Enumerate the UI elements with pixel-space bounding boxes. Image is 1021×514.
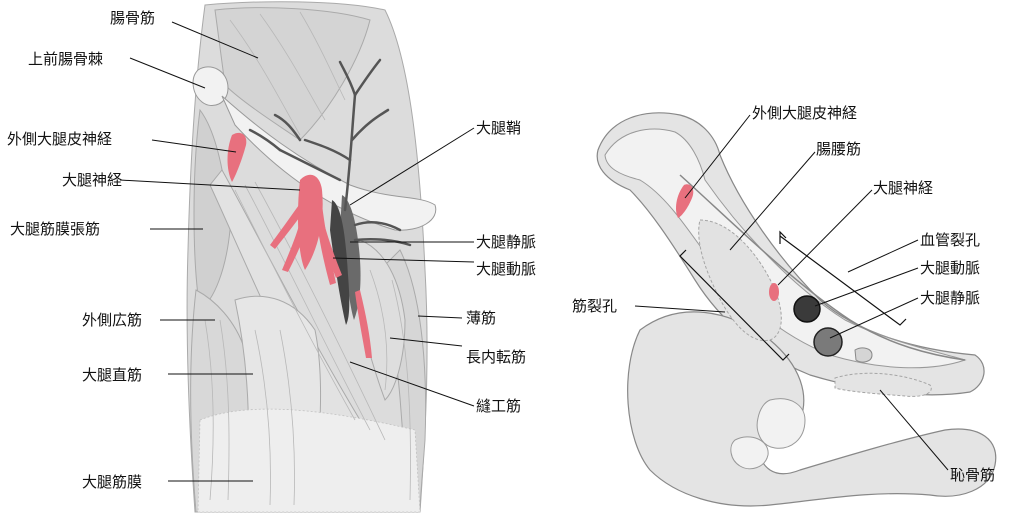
- femoral-artery-cross-section: [794, 296, 820, 322]
- label-iliopsoas: 腸腰筋: [816, 140, 861, 158]
- label-femoral-nerve-right: 大腿神経: [873, 179, 933, 197]
- label-lateral-femoral-cutaneous-nerve: 外側大腿皮神経: [7, 130, 112, 148]
- label-adductor-longus: 長内転筋: [466, 348, 526, 366]
- fascia-lata: [198, 409, 420, 512]
- lymph-node: [855, 348, 872, 362]
- label-gracilis: 薄筋: [466, 309, 496, 327]
- thigh-illustration: [187, 2, 436, 512]
- femoral-vein-cross-section: [814, 328, 842, 356]
- label-asis: 上前腸骨棘: [28, 50, 103, 68]
- label-vastus-lateralis: 外側広筋: [82, 311, 142, 329]
- label-fascia-lata: 大腿筋膜: [82, 473, 142, 491]
- label-vascular-lacuna: 血管裂孔: [920, 231, 980, 249]
- pelvis-illustration: [597, 113, 996, 506]
- pubic-ramus-plate: [731, 437, 768, 469]
- label-rectus-femoris: 大腿直筋: [82, 366, 142, 384]
- label-femoral-artery-right: 大腿動脈: [920, 259, 980, 277]
- label-muscular-lacuna: 筋裂孔: [572, 297, 617, 315]
- femoral-nerve-cross-section: [769, 283, 779, 301]
- label-lateral-femoral-cutaneous-nerve-right: 外側大腿皮神経: [752, 104, 857, 122]
- label-pectineus: 恥骨筋: [950, 466, 995, 484]
- obturator-region: [757, 399, 805, 449]
- label-tensor-fasciae-latae: 大腿筋膜張筋: [10, 220, 100, 238]
- label-femoral-artery: 大腿動脈: [476, 260, 536, 278]
- label-femoral-vein-right: 大腿静脈: [920, 289, 980, 307]
- label-iliacus: 腸骨筋: [110, 9, 155, 27]
- label-femoral-sheath: 大腿鞘: [476, 119, 521, 137]
- label-sartorius: 縫工筋: [476, 397, 521, 415]
- label-femoral-vein: 大腿静脈: [476, 233, 536, 251]
- label-femoral-nerve: 大腿神経: [62, 171, 122, 189]
